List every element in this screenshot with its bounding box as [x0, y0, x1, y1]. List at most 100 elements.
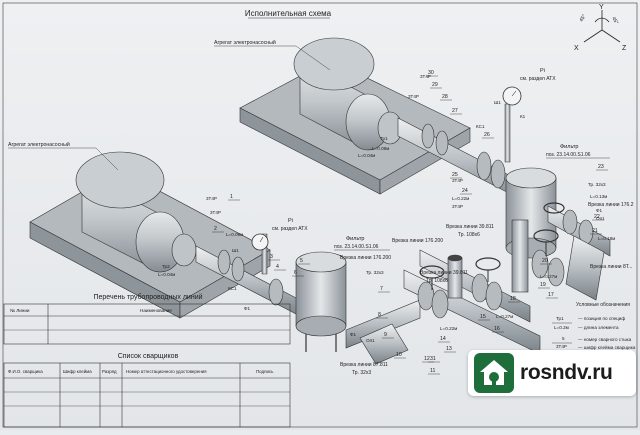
weld-number-30: 30: [428, 70, 434, 76]
pipe-size-a: Тр. 108х6: [458, 232, 480, 238]
filter-right-pos: поз. 23.14.00.S1.06: [546, 152, 591, 158]
welders-col-3: Разряд: [102, 369, 117, 374]
gauge-top-label: Pi: [540, 68, 545, 74]
axis-z-label: Z: [622, 45, 627, 52]
weld-number-2: 2: [214, 226, 217, 232]
weld-number-14: 14: [440, 336, 446, 342]
dim-m2: L=0.27м: [496, 314, 513, 319]
axis-x-label: X: [574, 45, 579, 52]
weld-number-29: 29: [432, 82, 438, 88]
legend-k2: L=0.2м: [554, 325, 569, 330]
pump-top-label: Агрегат электронасосный: [214, 39, 276, 46]
angle-label-2: 45°: [610, 16, 619, 26]
lines-col-name: Наименование: [140, 308, 172, 313]
tr-top: Тр1: [380, 136, 388, 141]
dim-lb: L=0.04м: [158, 272, 175, 277]
pressure-gauge-top: [502, 86, 522, 106]
legend-r4: — шифр клейма сварщика: [578, 344, 636, 350]
weld-number-7: 7: [380, 286, 383, 292]
lines-table-title: Перечень трубопроводных линий: [93, 293, 202, 301]
dim-d: L=0.27м: [540, 274, 557, 279]
weld-number-23: 23: [598, 164, 604, 170]
e-r1: 3T4P: [452, 178, 463, 183]
drawing-title: Исполнительная схема: [245, 9, 332, 18]
tr-l: Тр2: [162, 264, 170, 269]
dim-l: L=0.09м: [226, 232, 243, 237]
pipe-size-b: Тр. 32х3: [352, 370, 371, 376]
weld-number-12: 12: [424, 356, 430, 362]
op-m: Оп1: [366, 338, 375, 343]
pressure-gauge-left: [251, 233, 269, 251]
filter-left-label: Фильтр: [346, 236, 364, 242]
sh-l: Ш1: [232, 248, 239, 253]
legend-title: Условные обозначения: [576, 302, 630, 308]
legend: Условные обозначения Тр1 L=0.2м — позици…: [552, 302, 636, 350]
dim-a: L=0.09м: [372, 146, 389, 151]
welders-table: Список сварщиков Ф.И.О. сварщика Шифр кл…: [3, 353, 291, 428]
weld-number-8: 8: [378, 312, 381, 318]
insert-label-c: Врезка линии 176.2: [588, 202, 634, 208]
dim-c: L=0.22м: [452, 196, 469, 201]
dim-e: L=0.13м: [590, 194, 607, 199]
insert-label-a: Врезка линии 176.200: [392, 238, 443, 244]
welders-col-1: Ф.И.О. сварщика: [8, 369, 43, 374]
weld-number-16: 16: [494, 326, 500, 332]
weld-number-28: 28: [442, 94, 448, 100]
watermark-text: rosndv.ru: [520, 361, 613, 384]
lines-table: Перечень трубопроводных линий № Линии На…: [3, 293, 291, 345]
weld-callouts: 3029282726252423222120191817161514131211…: [212, 70, 608, 375]
legend-num: 5: [562, 336, 565, 341]
weld-number-1: 1: [230, 194, 233, 200]
gauge-top-note: см. раздел АТХ: [520, 76, 556, 82]
legend-r3: — номер сварного стыка: [578, 337, 632, 342]
welders-col-2: Шифр клейма: [63, 369, 92, 374]
insert-label-b: Врезка линии 39.811: [446, 224, 494, 230]
gauge-left-label: Pi: [288, 218, 293, 224]
op-r: Оп1: [596, 216, 605, 221]
filter-left-pos: поз. 23.14.00.S1.06: [334, 244, 379, 250]
weld-number-27: 27: [452, 108, 458, 114]
weld-number-5: 5: [300, 258, 303, 264]
e-l1: 3T4P: [206, 196, 217, 201]
insert-label-a2: Врезка линии 176.200: [340, 255, 391, 261]
legend-k3: 3T4P: [556, 344, 567, 349]
sh-top: Ш1: [494, 100, 501, 105]
weld-number-11: 11: [430, 368, 435, 374]
gauge-left-note: см. раздел АТХ: [272, 226, 308, 232]
axis-y-label: Y: [599, 4, 604, 11]
f-r: Ф1: [596, 208, 602, 213]
dim-f: L=0.18м: [598, 236, 615, 241]
f-m: Ф1: [350, 332, 356, 337]
watermark-logo[interactable]: rosndv.ru: [468, 350, 636, 396]
welders-table-title: Список сварщиков: [118, 353, 179, 360]
weld-number-3: 3: [270, 254, 273, 260]
weld-number-4: 4: [276, 264, 279, 270]
house-icon: [474, 353, 514, 393]
pump-unit-top: [239, 37, 471, 195]
filter-right-label: Фильтр: [560, 144, 578, 150]
e-top2: 3T4P: [408, 94, 419, 99]
e-l2: 3T4P: [210, 210, 221, 215]
pipe-size-c: Тр. 108х6: [426, 278, 448, 284]
dim-b: L=0.04м: [358, 153, 375, 158]
weld-number-13: 13: [446, 346, 452, 352]
axes-indicator: [583, 10, 621, 43]
pipe-r: Тр. 32х3: [588, 182, 606, 187]
ks-l: КС1: [228, 286, 237, 291]
weld-number-26: 26: [484, 132, 490, 138]
legend-r2: — длина элемента: [578, 325, 619, 330]
frame-border: [2, 2, 638, 428]
pipe-l: Тр. 32х3: [366, 270, 384, 275]
insert-label-b2: Врезка линии 39.811: [420, 270, 468, 276]
weld-number-15: 15: [480, 314, 486, 320]
weld-number-20: 20: [542, 258, 548, 264]
legend-k1: Тр1: [556, 316, 564, 321]
insert-label-e: Врезка линии 8Т...: [590, 264, 632, 270]
weld-number-25: 25: [452, 172, 458, 178]
weld-number-19: 19: [540, 282, 546, 288]
weld-number-31: 31: [430, 356, 436, 362]
welders-col-5: Подпись: [256, 369, 274, 374]
welders-col-4: Номер аттестационного удостоверения: [126, 369, 207, 374]
